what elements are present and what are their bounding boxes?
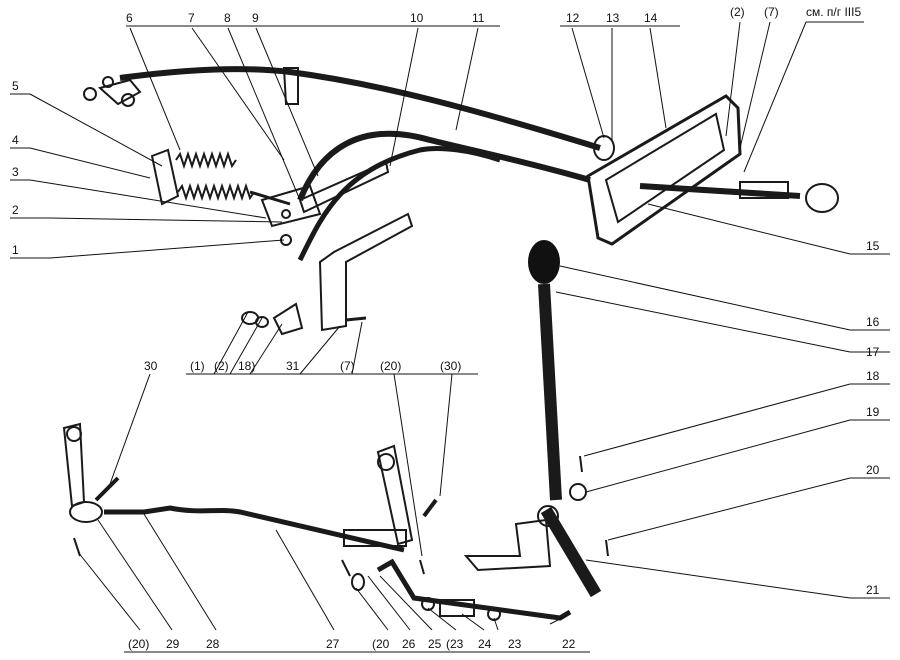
callout-25: 25 <box>428 637 442 651</box>
selector-rod <box>104 505 407 553</box>
callout-2: 2 <box>12 203 19 217</box>
lower-cable <box>297 146 501 262</box>
callout-p2: (2) <box>214 359 229 373</box>
callout-8: 8 <box>224 11 231 25</box>
callout-23: 23 <box>508 637 522 651</box>
callout-10: 10 <box>410 11 424 25</box>
small-fasteners-group <box>241 302 367 336</box>
label-underlines <box>124 25 680 653</box>
callout-20: 20 <box>866 463 880 477</box>
cotter-pin-20 <box>605 539 609 557</box>
pull-knob-rod <box>639 181 839 213</box>
callout-28: 28 <box>206 637 220 651</box>
callout-21: 21 <box>866 583 880 597</box>
relay-lever <box>376 444 438 546</box>
callout-24: 24 <box>478 637 492 651</box>
callout-30: 30 <box>144 359 158 373</box>
callout-6: 6 <box>126 11 133 25</box>
cotter-pin-18 <box>579 455 583 473</box>
long-bracket <box>298 160 390 214</box>
gear-lever <box>528 240 562 501</box>
callout-p7-top: (7) <box>764 5 779 19</box>
callout-17: 17 <box>866 345 880 359</box>
sleeve-nut <box>593 135 615 161</box>
callout-p20-bottom-mid: (20 <box>372 637 390 651</box>
callout-9: 9 <box>252 11 259 25</box>
callout-15: 15 <box>866 239 880 253</box>
callout-p30-top: (30) <box>440 359 461 373</box>
callout-7: 7 <box>188 11 195 25</box>
callout-26: 26 <box>402 637 416 651</box>
reference-note: см. п/г III5 <box>806 5 861 19</box>
callout-12: 12 <box>566 11 580 25</box>
middle-cable <box>297 130 591 202</box>
callout-19: 19 <box>866 405 880 419</box>
callout-labels: 1 2 3 4 5 6 7 8 9 10 11 12 13 14 (2) (7)… <box>12 5 880 651</box>
callout-22: 22 <box>562 637 576 651</box>
callout-4: 4 <box>12 133 19 147</box>
callout-31: 31 <box>286 359 300 373</box>
callout-p1: (1) <box>190 359 205 373</box>
cable-clip <box>282 67 299 105</box>
callout-p20-top: (20) <box>380 359 401 373</box>
callout-p18: 18) <box>238 359 255 373</box>
callout-18: 18 <box>866 369 880 383</box>
bottom-linkage <box>341 558 572 621</box>
upper-control-cable <box>119 66 601 151</box>
leader-lines <box>10 21 890 631</box>
callout-5: 5 <box>12 79 19 93</box>
support-bracket-31 <box>318 212 414 332</box>
clevis-end-top-left <box>83 76 142 107</box>
pivot-assembly <box>463 483 602 598</box>
callout-27: 27 <box>326 637 340 651</box>
callout-29: 29 <box>166 637 180 651</box>
lower-left-lever <box>62 422 120 523</box>
callout-p23-mid: (23 <box>446 637 464 651</box>
callout-13: 13 <box>606 11 620 25</box>
callout-11: 11 <box>472 11 485 25</box>
callout-1: 1 <box>12 243 19 257</box>
callout-14: 14 <box>644 11 658 25</box>
handle-housing <box>586 94 742 246</box>
callout-p2-top: (2) <box>730 5 745 19</box>
callout-16: 16 <box>866 315 880 329</box>
callout-p7-mid: (7) <box>340 359 355 373</box>
callout-3: 3 <box>12 165 19 179</box>
callout-p20-bottom-left: (20) <box>128 637 149 651</box>
lever-plate <box>150 148 180 206</box>
